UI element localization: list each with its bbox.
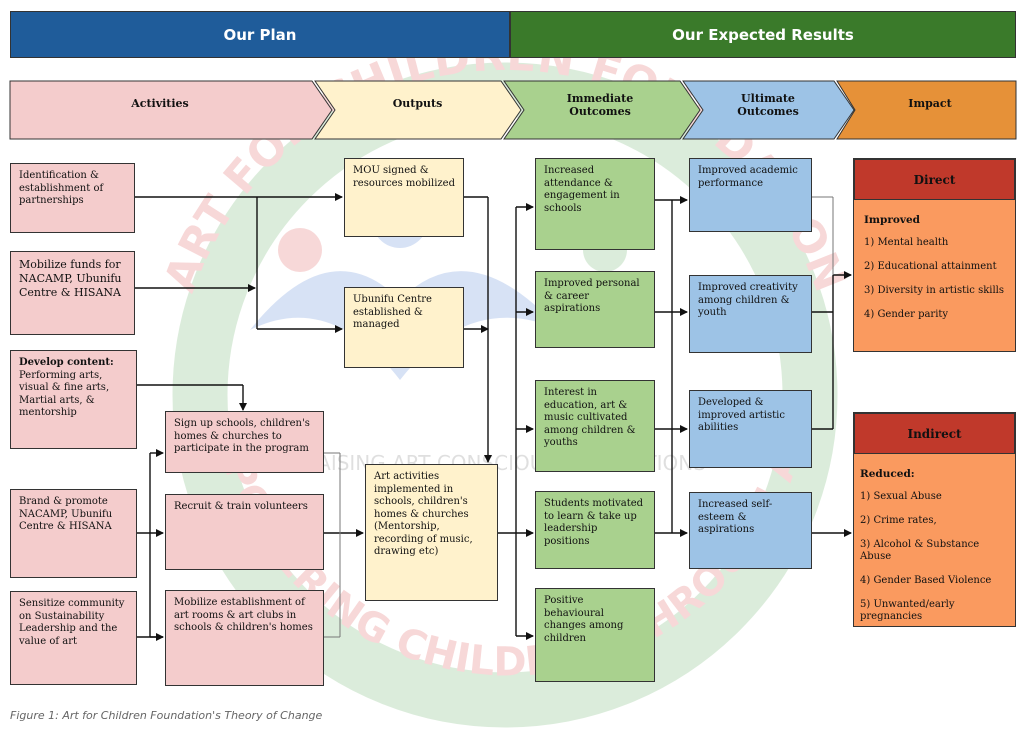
immediate-behaviour: Positive behavioural changes among child…	[535, 588, 655, 682]
activity-develop-content: Develop content: Performing arts, visual…	[10, 350, 137, 449]
impact-direct-item: 1) Mental health	[864, 236, 949, 248]
impact-indirect: Indirect Reduced: 1) Sexual Abuse 2) Cri…	[853, 412, 1016, 627]
impact-indirect-title: Reduced:	[860, 468, 915, 480]
impact-indirect-item: 5) Unwanted/early pregnancies	[860, 598, 955, 622]
activity-text: Mobilize funds for NACAMP, Ubunifu Centr…	[19, 258, 122, 299]
output-mou: MOU signed & resources mobilized	[344, 158, 464, 237]
impact-direct-item: 2) Educational attainment	[864, 260, 997, 272]
results-title: Our Expected Results	[672, 25, 854, 44]
immediate-text: Increased attendance & engagement in sch…	[544, 165, 620, 214]
output-text: MOU signed & resources mobilized	[353, 165, 455, 189]
subactivity-recruit: Recruit & train volunteers	[165, 494, 324, 570]
immediate-aspirations: Improved personal & career aspirations	[535, 271, 655, 348]
ultimate-text: Increased self-esteem & aspirations	[698, 499, 773, 535]
activity-text: Performing arts, visual & fine arts, Mar…	[19, 369, 110, 419]
subactivity-sign-up: Sign up schools, children's homes & chur…	[165, 411, 324, 473]
output-art-activities: Art activities implemented in schools, c…	[365, 464, 498, 601]
activity-text: Identification & establishment of partne…	[19, 170, 104, 206]
immediate-text: Positive behavioural changes among child…	[544, 595, 624, 644]
activity-title: Develop content:	[19, 357, 114, 368]
plan-title: Our Plan	[223, 25, 297, 44]
activity-brand-promote: Brand & promote NACAMP, Ubunifu Centre &…	[10, 489, 137, 578]
ultimate-text: Improved creativity among children & you…	[698, 282, 798, 318]
immediate-text: Interest in education, art & music culti…	[544, 387, 636, 448]
activity-partnerships: Identification & establishment of partne…	[10, 163, 135, 233]
immediate-interest: Interest in education, art & music culti…	[535, 380, 655, 472]
subactivity-text: Recruit & train volunteers	[174, 501, 308, 512]
ultimate-creativity: Improved creativity among children & you…	[689, 275, 812, 353]
output-ubunifu: Ubunifu Centre established & managed	[344, 287, 464, 368]
ultimate-artistic: Developed & improved artistic abilities	[689, 390, 812, 468]
plan-banner: Our Plan	[10, 11, 510, 58]
output-text: Art activities implemented in schools, c…	[374, 471, 473, 557]
impact-direct-item: 4) Gender parity	[864, 308, 949, 320]
impact-direct-item: 3) Diversity in artistic skills	[864, 284, 1005, 296]
impact-indirect-item: 2) Crime rates,	[860, 514, 937, 526]
immediate-attendance: Increased attendance & engagement in sch…	[535, 158, 655, 250]
impact-indirect-item: 3) Alcohol & Substance Abuse	[860, 538, 980, 562]
phase-impact: Impact	[908, 97, 952, 110]
subactivity-text: Sign up schools, children's homes & chur…	[174, 418, 310, 454]
immediate-motivated: Students motivated to learn & take up le…	[535, 491, 655, 569]
ultimate-self-esteem: Increased self-esteem & aspirations	[689, 492, 812, 569]
impact-direct-title: Improved	[864, 214, 921, 226]
phase-ultimate-outcomes: Ultimate Outcomes	[737, 92, 799, 118]
impact-direct-header: Direct	[854, 159, 1015, 200]
impact-indirect-header: Indirect	[854, 413, 1015, 454]
activity-mobilize-funds: Mobilize funds for NACAMP, Ubunifu Centr…	[10, 251, 135, 335]
phase-immediate-outcomes: Immediate Outcomes	[566, 92, 634, 118]
activity-sensitize: Sensitize community on Sustainability Le…	[10, 591, 137, 685]
output-text: Ubunifu Centre established & managed	[353, 294, 432, 330]
impact-indirect-body: Reduced: 1) Sexual Abuse 2) Crime rates,…	[854, 454, 1015, 623]
impact-indirect-item: 1) Sexual Abuse	[860, 490, 942, 502]
ultimate-academic: Improved academic performance	[689, 158, 812, 232]
impact-indirect-item: 4) Gender Based Violence	[860, 574, 992, 586]
ultimate-text: Improved academic performance	[698, 165, 798, 189]
subactivity-text: Mobilize establishment of art rooms & ar…	[174, 597, 313, 633]
figure-caption: Figure 1: Art for Children Foundation's …	[10, 709, 323, 722]
results-banner: Our Expected Results	[510, 11, 1016, 58]
immediate-text: Improved personal & career aspirations	[544, 278, 640, 314]
impact-direct: Direct Improved 1) Mental health 2) Educ…	[853, 158, 1016, 352]
immediate-text: Students motivated to learn & take up le…	[544, 498, 644, 547]
activity-text: Brand & promote NACAMP, Ubunifu Centre &…	[19, 496, 113, 532]
ultimate-text: Developed & improved artistic abilities	[698, 397, 785, 433]
impact-direct-body: Improved 1) Mental health 2) Educational…	[854, 200, 1015, 321]
phase-activities: Activities	[131, 97, 189, 110]
activity-text: Sensitize community on Sustainability Le…	[19, 598, 125, 647]
subactivity-art-rooms: Mobilize establishment of art rooms & ar…	[165, 590, 324, 686]
phase-outputs: Outputs	[392, 97, 443, 110]
